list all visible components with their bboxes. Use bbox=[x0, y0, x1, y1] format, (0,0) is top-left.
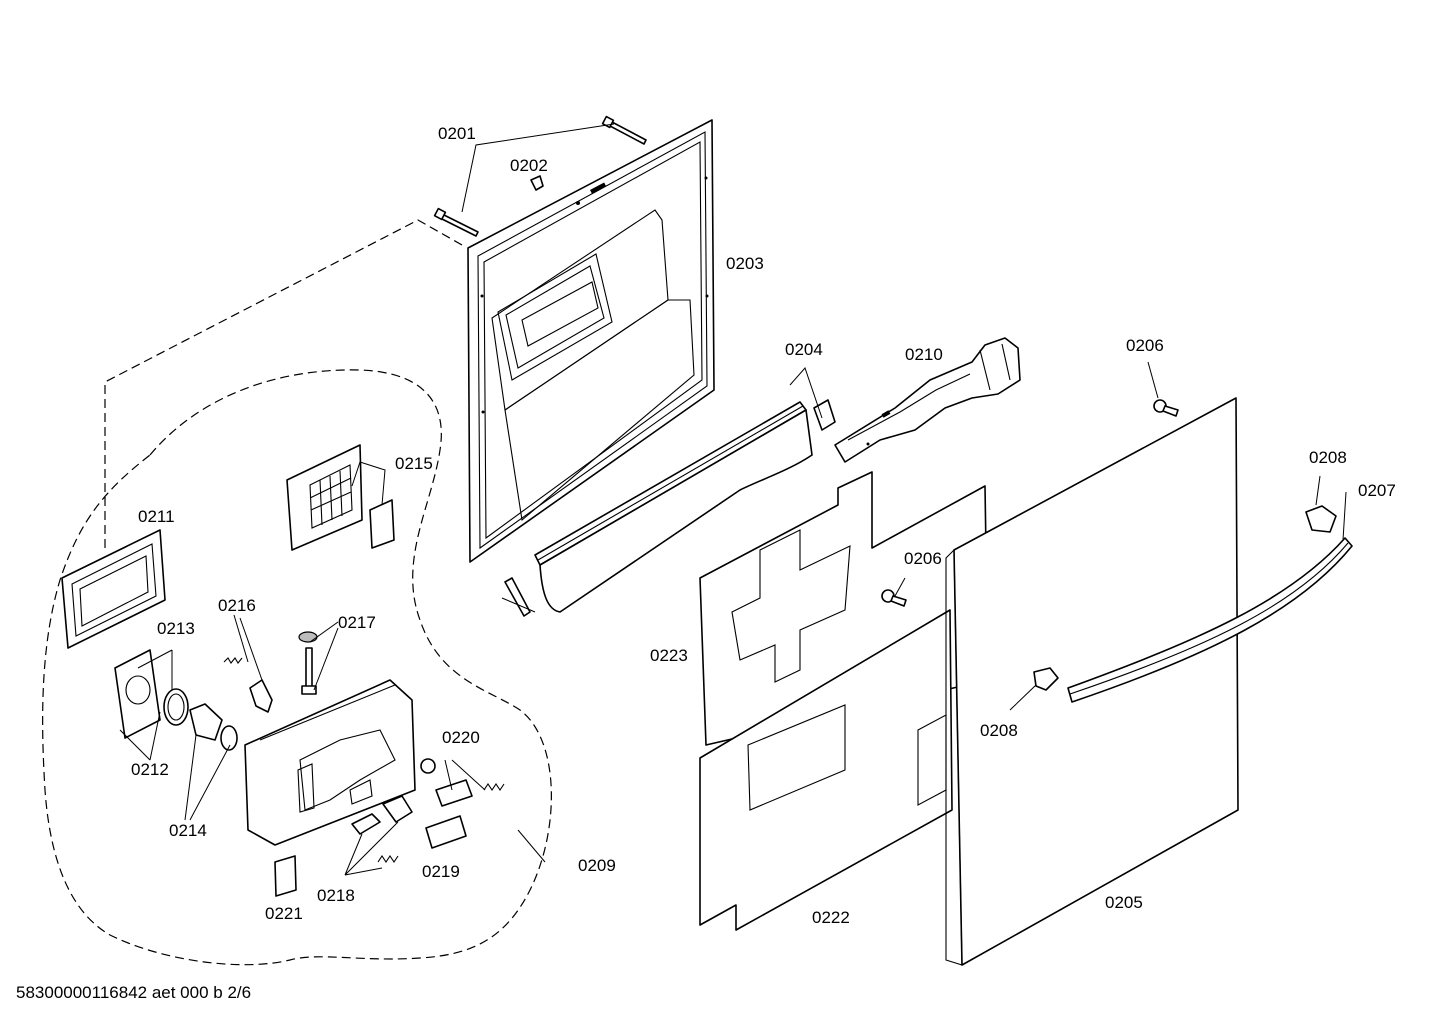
leader-lines bbox=[119, 123, 1347, 876]
frame-seal-0211 bbox=[61, 529, 166, 649]
handle-caps-0208 bbox=[1033, 505, 1337, 691]
label-0207: 0207 bbox=[1358, 481, 1396, 500]
label-0201: 0201 bbox=[438, 124, 476, 143]
label-0208-bottom: 0208 bbox=[980, 721, 1018, 740]
label-0208-top: 0208 bbox=[1309, 448, 1347, 467]
seal-strip-0204 bbox=[504, 399, 836, 617]
group-outline-0209 bbox=[42, 219, 552, 966]
label-0215: 0215 bbox=[395, 454, 433, 473]
label-0204: 0204 bbox=[785, 340, 823, 359]
small-parts-0218-0221 bbox=[274, 758, 505, 897]
label-0217: 0217 bbox=[338, 613, 376, 632]
label-0221: 0221 bbox=[265, 904, 303, 923]
handle-bar-0207 bbox=[1067, 537, 1353, 703]
label-0223: 0223 bbox=[650, 646, 688, 665]
pin-0217 bbox=[298, 631, 318, 695]
clip-0202 bbox=[530, 175, 544, 191]
label-0222: 0222 bbox=[812, 908, 850, 927]
vent-grille-0215 bbox=[286, 444, 395, 551]
label-0211: 0211 bbox=[138, 507, 175, 526]
spring-lever-0216 bbox=[223, 657, 273, 713]
label-0206-top: 0206 bbox=[1126, 336, 1164, 355]
label-0210: 0210 bbox=[905, 345, 943, 364]
screws-0201 bbox=[433, 115, 647, 237]
part-labels: 0201 0202 0203 0204 0210 0206 0215 0208 … bbox=[131, 124, 1396, 927]
label-0219: 0219 bbox=[422, 862, 460, 881]
label-0216: 0216 bbox=[218, 596, 256, 615]
label-0214: 0214 bbox=[169, 821, 207, 840]
knob-assembly-0212-0214 bbox=[114, 649, 238, 751]
label-0209: 0209 bbox=[578, 856, 616, 875]
label-0218: 0218 bbox=[317, 886, 355, 905]
label-0206-mid: 0206 bbox=[904, 549, 942, 568]
label-0212: 0212 bbox=[131, 760, 169, 779]
label-0205: 0205 bbox=[1105, 893, 1143, 912]
inner-door-panel-0203 bbox=[467, 119, 715, 563]
lock-housing bbox=[244, 679, 416, 846]
label-0202: 0202 bbox=[510, 156, 548, 175]
drawing-id: 58300000116842 aet 000 b 2/6 bbox=[16, 983, 251, 1002]
screws-0206 bbox=[881, 399, 1179, 607]
label-0220: 0220 bbox=[442, 728, 480, 747]
label-0213: 0213 bbox=[157, 619, 195, 638]
label-0203: 0203 bbox=[726, 254, 764, 273]
hinge-bracket-0210 bbox=[834, 337, 1021, 463]
